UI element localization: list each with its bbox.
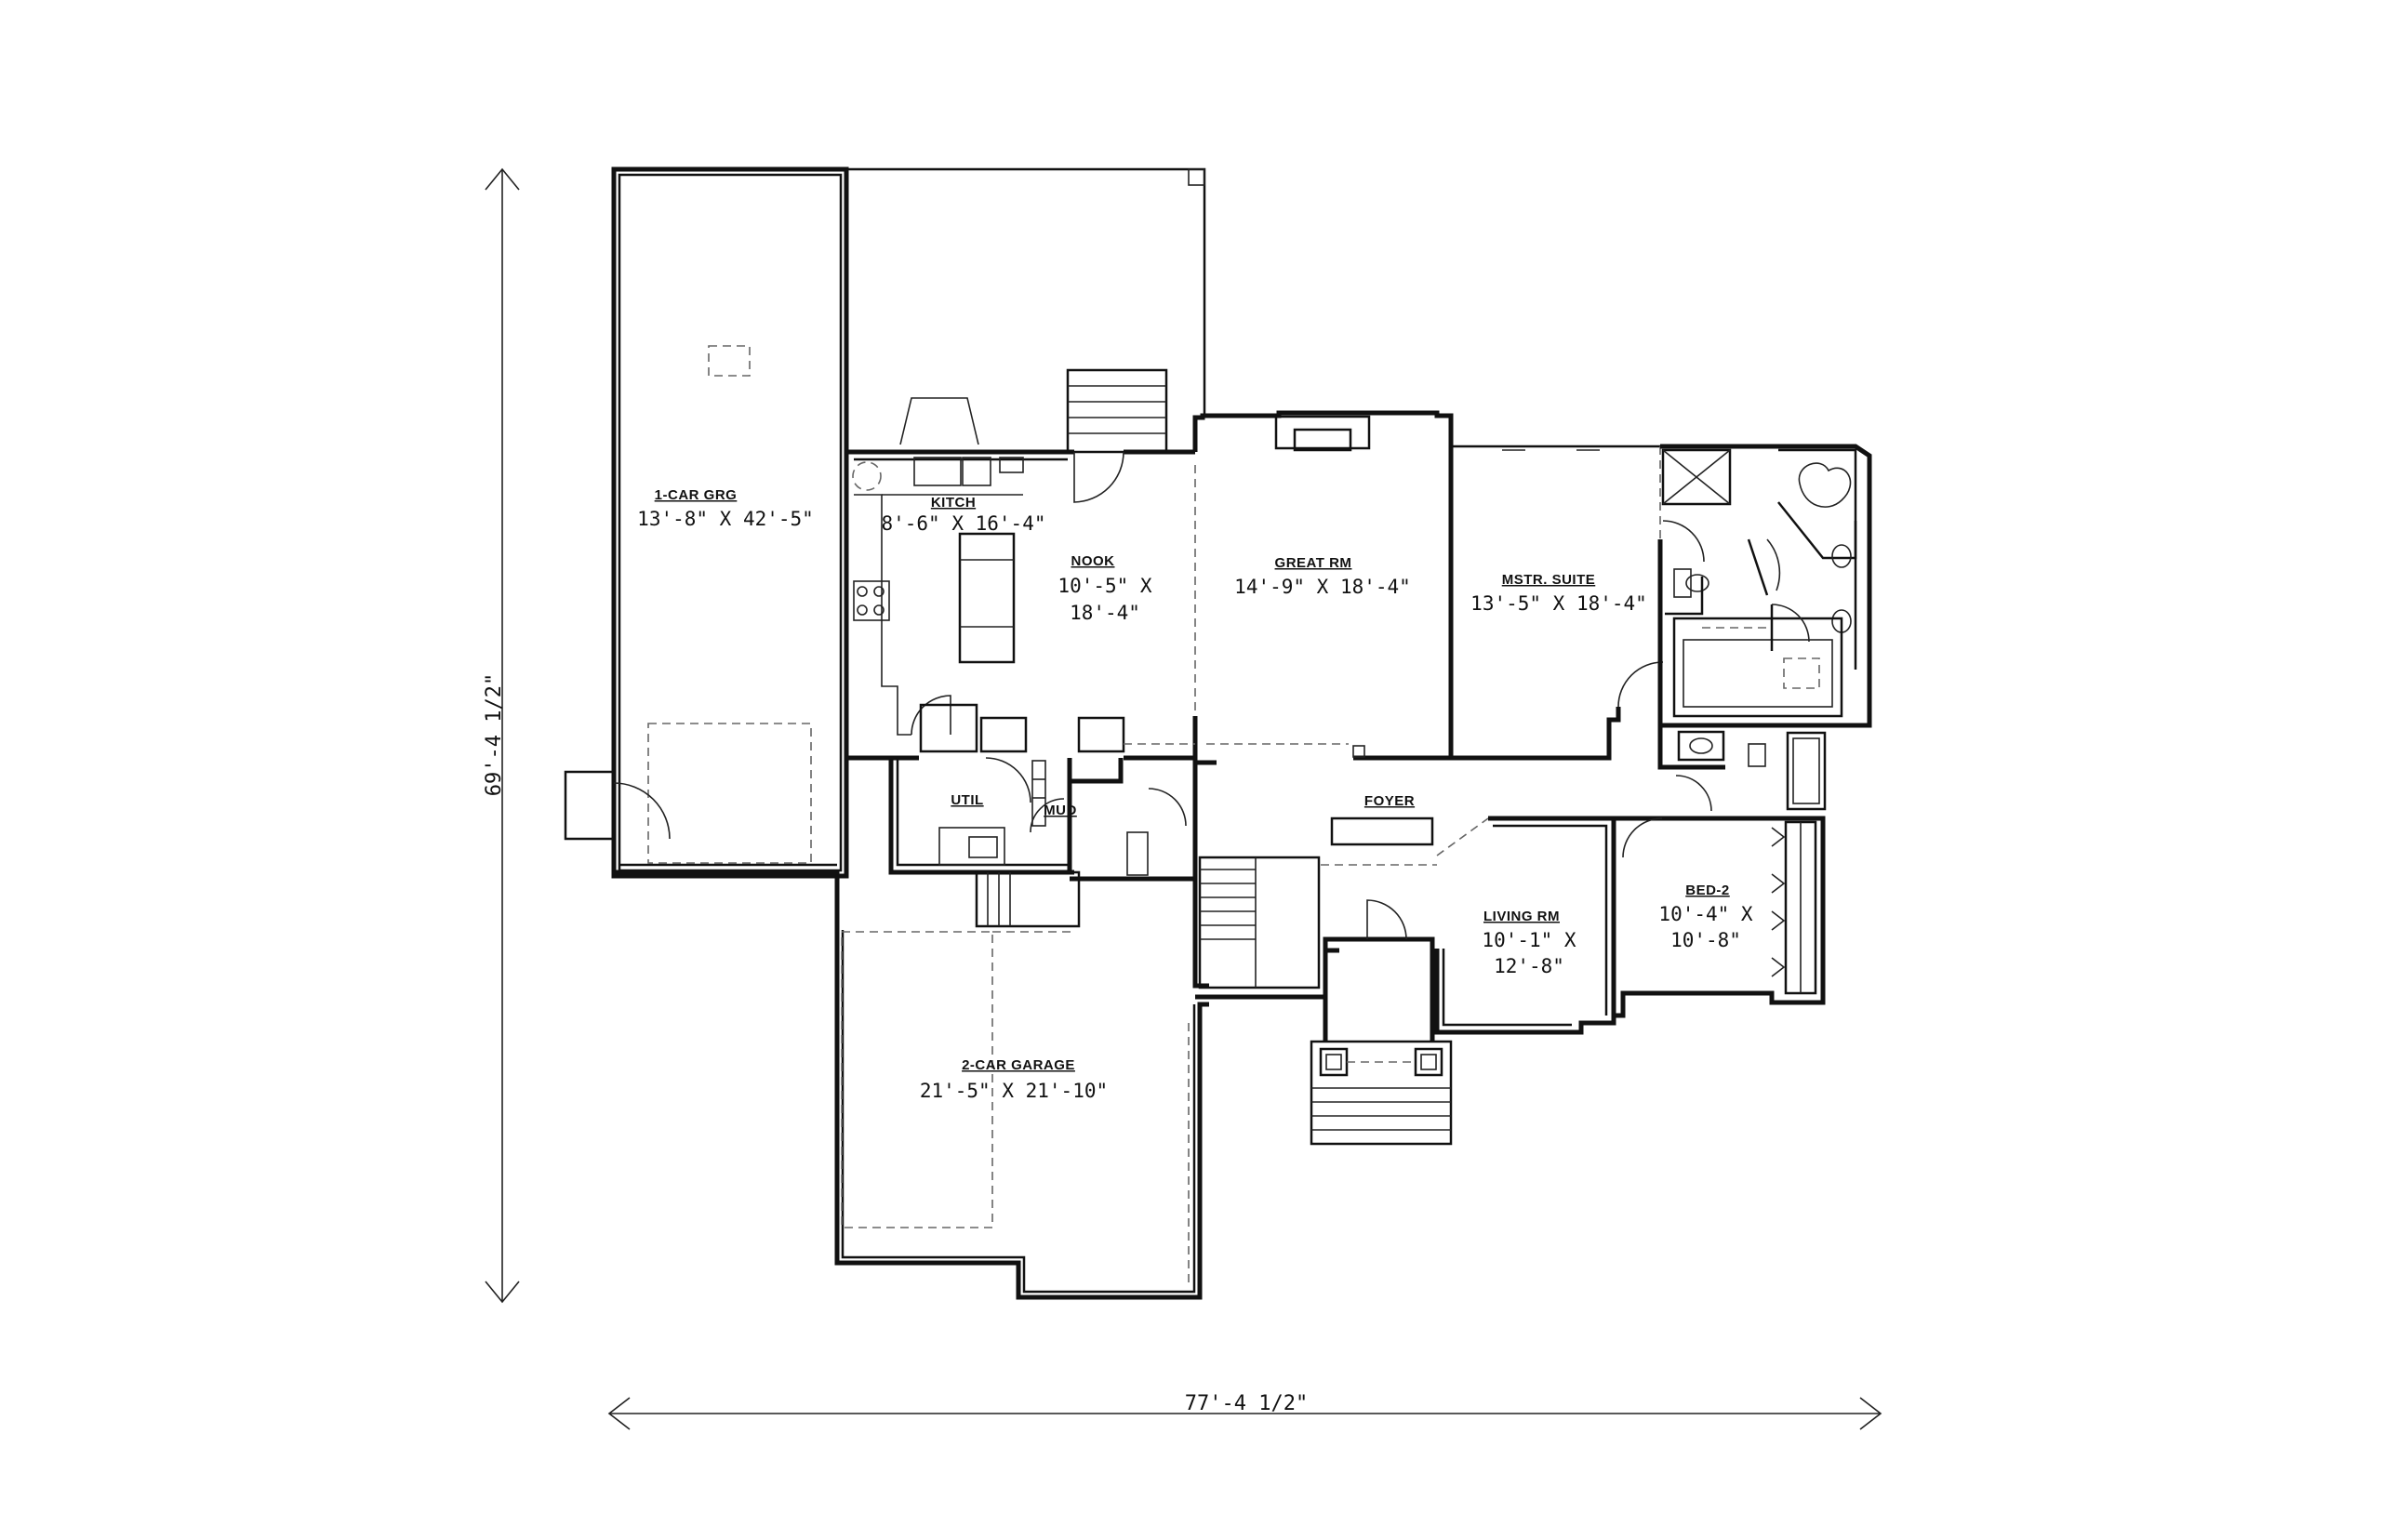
overall-height-dimension: 69'-4 1/2" (483, 167, 520, 1304)
svg-text:BED-2: BED-2 (1685, 883, 1730, 898)
overall-width-label: 77'-4 1/2" (1185, 1392, 1308, 1415)
utility-mud (888, 743, 1198, 928)
svg-text:MSTR. SUITE: MSTR. SUITE (1502, 572, 1596, 588)
room-label-kitchen: KITCH 8'-6" X 16'-4" (881, 495, 1045, 535)
great-room (1192, 410, 1454, 765)
svg-text:21'-5" X 21'-10": 21'-5" X 21'-10" (920, 1080, 1108, 1102)
master-bath (1660, 444, 1872, 728)
svg-text:LIVING RM: LIVING RM (1483, 909, 1560, 924)
svg-text:2-CAR GARAGE: 2-CAR GARAGE (962, 1057, 1075, 1073)
rear-patio (846, 167, 1206, 454)
svg-text:10'-8": 10'-8" (1670, 929, 1741, 951)
two-car-garage (614, 863, 1209, 1300)
room-label-util: UTIL (951, 792, 983, 808)
overall-width-dimension: 77'-4 1/2" (607, 1392, 1882, 1430)
svg-text:MUD: MUD (1044, 803, 1077, 818)
svg-text:10'-1" X: 10'-1" X (1482, 929, 1576, 951)
svg-text:13'-5" X 18'-4": 13'-5" X 18'-4" (1470, 592, 1647, 615)
room-label-two-car-garage: 2-CAR GARAGE 21'-5" X 21'-10" (920, 1057, 1108, 1102)
svg-text:10'-4" X: 10'-4" X (1658, 903, 1753, 925)
svg-text:13'-8" X 42'-5": 13'-8" X 42'-5" (637, 508, 814, 530)
room-label-master-suite: MSTR. SUITE 13'-5" X 18'-4" (1470, 572, 1647, 615)
svg-text:NOOK: NOOK (1071, 553, 1115, 569)
svg-text:1-CAR GRG: 1-CAR GRG (655, 487, 738, 503)
foyer (1192, 816, 1489, 1146)
room-label-foyer: FOYER (1364, 793, 1415, 809)
svg-text:FOYER: FOYER (1364, 793, 1415, 809)
room-label-great-room: GREAT RM 14'-9" X 18'-4" (1234, 555, 1411, 598)
hall-bath (1657, 725, 1827, 812)
room-label-one-car-garage: 1-CAR GRG 13'-8" X 42'-5" (637, 487, 814, 530)
kitchen-nook (844, 397, 1195, 761)
svg-text:14'-9" X 18'-4": 14'-9" X 18'-4" (1234, 576, 1411, 598)
overall-height-label: 69'-4 1/2" (483, 673, 506, 796)
svg-text:KITCH: KITCH (931, 495, 976, 511)
room-label-bedroom-2: BED-2 10'-4" X 10'-8" (1658, 883, 1753, 951)
svg-text:UTIL: UTIL (951, 792, 983, 808)
master-suite (1448, 445, 1664, 761)
living-room (1434, 816, 1616, 1035)
svg-text:10'-5" X: 10'-5" X (1057, 575, 1152, 597)
room-label-living-room: LIVING RM 10'-1" X 12'-8" (1482, 909, 1576, 977)
svg-text:8'-6" X 16'-4": 8'-6" X 16'-4" (881, 512, 1045, 535)
room-label-mud: MUD (1044, 803, 1077, 818)
room-label-nook: NOOK 10'-5" X 18'-4" (1057, 553, 1152, 624)
svg-text:GREAT RM: GREAT RM (1275, 555, 1352, 571)
bedroom-2 (1614, 816, 1826, 1018)
svg-text:18'-4": 18'-4" (1070, 602, 1140, 624)
svg-text:12'-8": 12'-8" (1494, 955, 1564, 977)
